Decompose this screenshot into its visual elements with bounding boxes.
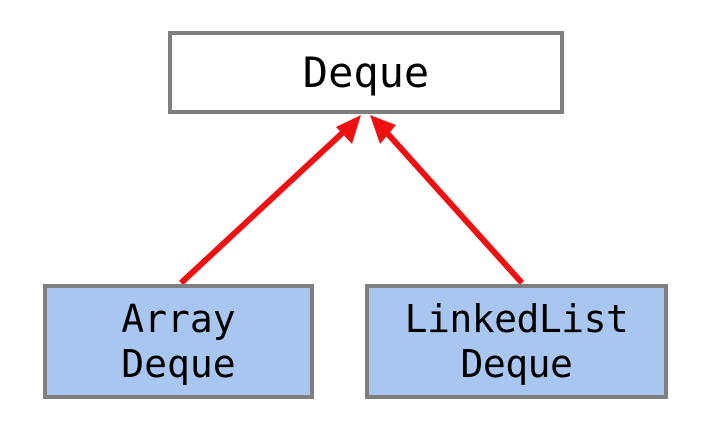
edge-array-deque-arrowhead-icon xyxy=(336,115,361,144)
edge-linkedlist-deque-line xyxy=(376,121,525,286)
edge-linkedlist-deque-arrowhead-icon xyxy=(370,115,396,144)
edge-linkedlist-deque-to-deque xyxy=(370,115,525,286)
node-array-deque-label-line-2: Deque xyxy=(121,341,236,386)
edge-array-deque-line xyxy=(178,121,355,286)
node-linkedlist-deque-label-line-1: LinkedList xyxy=(404,296,629,341)
node-linkedlist-deque[interactable]: LinkedList Deque xyxy=(365,284,668,399)
edge-array-deque-to-deque xyxy=(178,115,361,286)
node-linkedlist-deque-label-line-2: Deque xyxy=(460,341,573,386)
node-deque-label: Deque xyxy=(302,47,430,97)
node-array-deque[interactable]: Array Deque xyxy=(43,284,314,399)
node-deque[interactable]: Deque xyxy=(168,31,564,114)
node-array-deque-label-line-1: Array xyxy=(121,296,236,341)
